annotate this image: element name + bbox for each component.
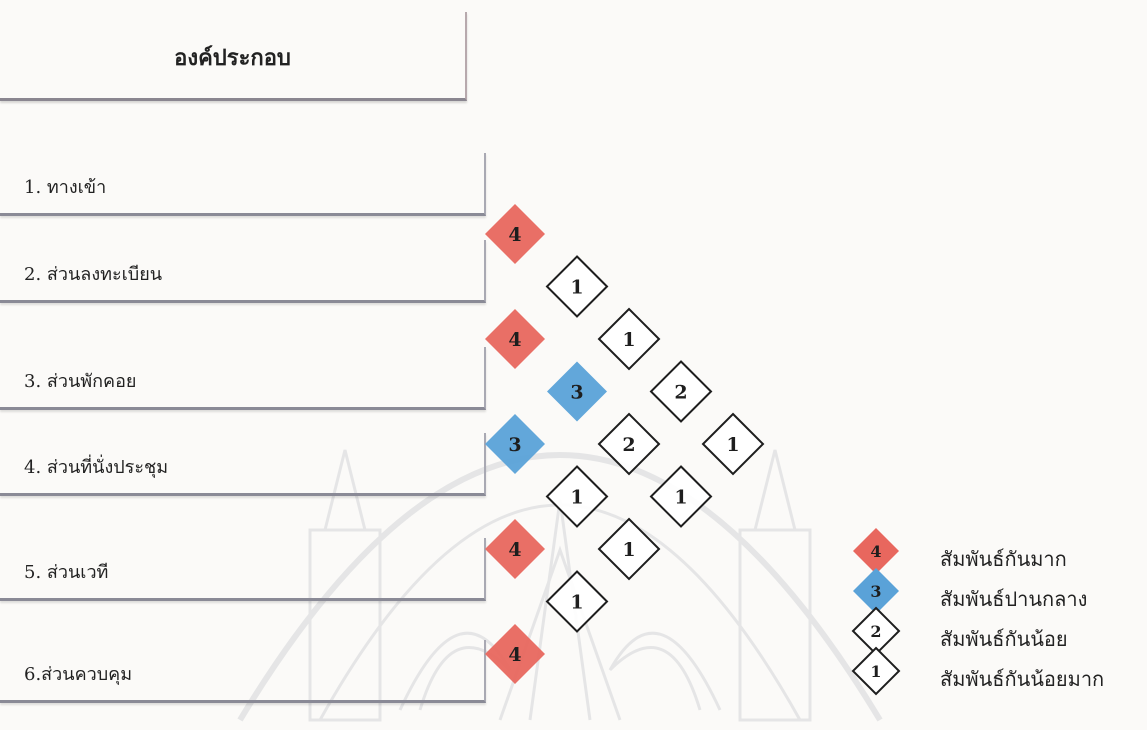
legend-label-medium: สัมพันธ์ปานกลาง: [940, 583, 1087, 615]
relationship-diamond-1-2: 4: [485, 204, 545, 264]
legend-diamond-label: 1: [870, 662, 881, 681]
diamond-level-label: 4: [508, 539, 521, 561]
relationship-diamond-2-4: 3: [547, 362, 607, 422]
legend-label-strong: สัมพันธ์กันมาก: [940, 543, 1067, 575]
relationship-diamond-3-6: 1: [599, 519, 659, 579]
relationship-diamond-4-6: 1: [547, 572, 607, 632]
relationship-diamond-1-5: 2: [651, 362, 711, 422]
diamond-level-label: 4: [508, 224, 521, 246]
legend-diamond-label: 2: [870, 622, 881, 641]
relationship-diamond-1-6: 1: [703, 414, 763, 474]
diamond-level-label: 1: [726, 434, 739, 456]
relationship-diamond-4-5: 4: [485, 519, 545, 579]
relationship-diamond-5-6: 4: [485, 624, 545, 684]
diamond-level-label: 3: [570, 382, 583, 404]
relationship-diamond-1-4: 1: [599, 309, 659, 369]
legend-label-weak: สัมพันธ์กันน้อย: [940, 623, 1068, 655]
diamond-level-label: 2: [674, 382, 687, 404]
diamond-level-label: 1: [570, 487, 583, 509]
diamond-level-label: 2: [622, 434, 635, 456]
legend-diamond-1: 1: [853, 648, 899, 694]
diamond-level-label: 1: [674, 487, 687, 509]
diamond-level-label: 3: [508, 434, 521, 456]
legend-label-very-weak: สัมพันธ์กันน้อยมาก: [940, 663, 1104, 695]
diamond-level-label: 1: [570, 592, 583, 614]
relationship-diamond-1-3: 1: [547, 257, 607, 317]
relationship-diamond-3-4: 3: [485, 414, 545, 474]
diamond-level-label: 1: [622, 539, 635, 561]
diamond-level-label: 1: [570, 277, 583, 299]
diamond-level-label: 4: [508, 644, 521, 666]
legend-diamond-label: 3: [870, 582, 881, 601]
diamond-level-label: 4: [508, 329, 521, 351]
relationship-diamond-2-6: 1: [651, 467, 711, 527]
relationship-diamond-2-3: 4: [485, 309, 545, 369]
legend-diamond-label: 4: [870, 542, 881, 561]
relationship-diamond-3-5: 1: [547, 467, 607, 527]
diamond-level-label: 1: [622, 329, 635, 351]
relationship-diamond-2-5: 2: [599, 414, 659, 474]
legend-diamond-4: 4: [853, 528, 899, 574]
